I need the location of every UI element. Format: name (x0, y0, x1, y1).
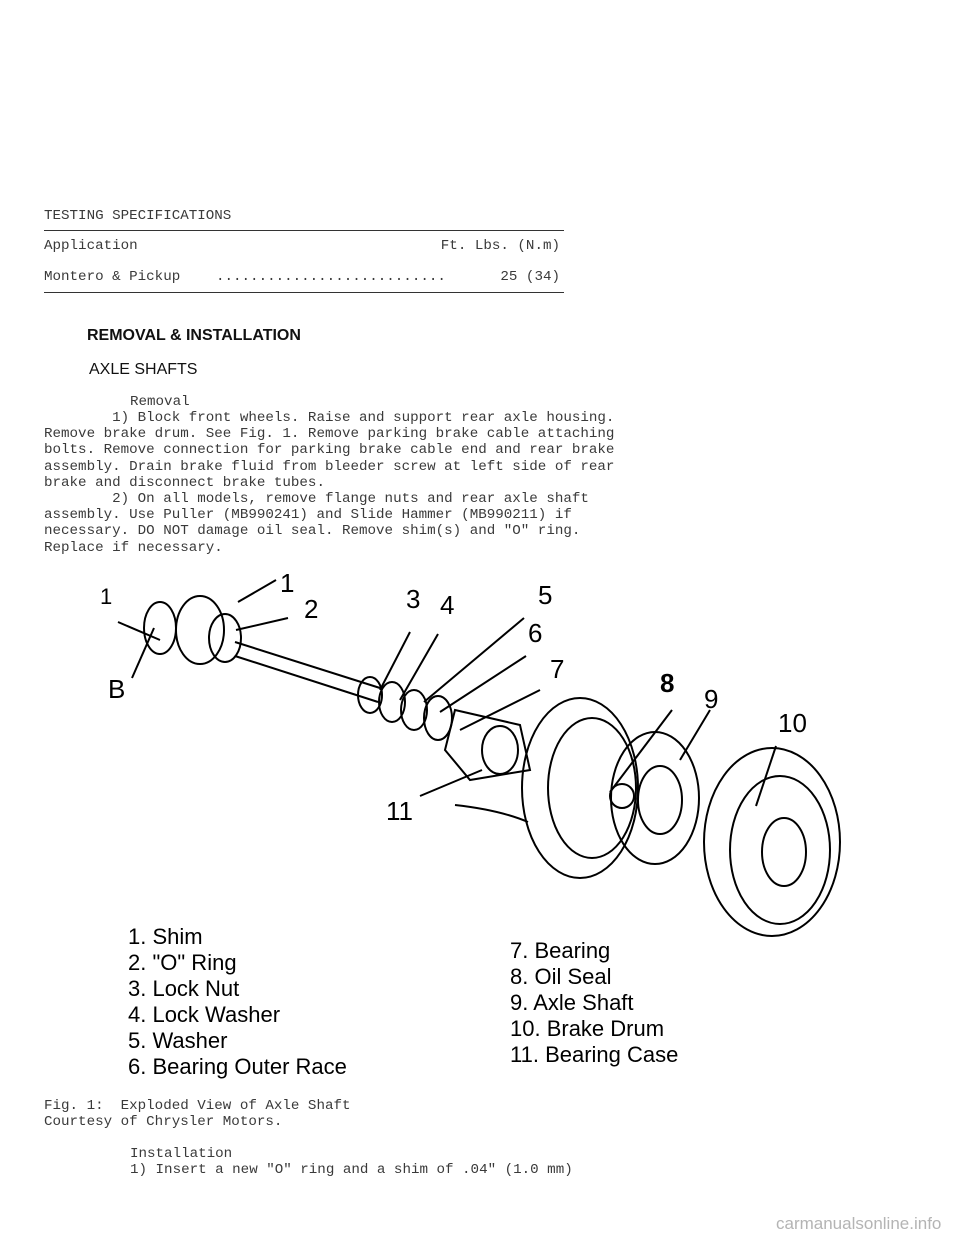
removal-line: necessary. DO NOT damage oil seal. Remov… (44, 523, 581, 540)
legend-item: 9. Axle Shaft (510, 990, 634, 1015)
washer-part (400, 689, 428, 731)
callout-label: B (108, 674, 125, 704)
legend-item: 8. Oil Seal (510, 964, 612, 989)
spec-rule-top (44, 230, 564, 231)
section-subheading: AXLE SHAFTS (89, 361, 198, 378)
removal-line: Replace if necessary. (44, 539, 223, 556)
callout-label: 10 (778, 708, 807, 738)
spec-rule-bottom (44, 292, 564, 293)
callout-label: 4 (440, 590, 454, 620)
legend-item: 2. "O" Ring (128, 950, 237, 975)
brake-drum-part (703, 747, 841, 937)
lock-nut-part (357, 676, 383, 714)
installation-line: 1) Insert a new "O" ring and a shim of .… (130, 1162, 573, 1178)
legend-item: 10. Brake Drum (510, 1016, 665, 1041)
spec-row-leader: ........................... (216, 269, 446, 285)
removal-line: brake and disconnect brake tubes. (44, 474, 325, 491)
legend-item: 7. Bearing (510, 938, 611, 963)
callout-label: 7 (550, 654, 564, 684)
backing-plate-part (521, 697, 639, 879)
legend-item: 4. Lock Washer (128, 1002, 281, 1027)
removal-paragraph: 1) Block front wheels. Raise and support… (44, 410, 614, 556)
removal-line: 2) On all models, remove flange nuts and… (44, 491, 589, 508)
spec-header-application: Application (44, 238, 138, 254)
removal-label: Removal (130, 394, 190, 410)
figure-caption: Fig. 1: Exploded View of Axle Shaft (44, 1098, 351, 1114)
figure-courtesy: Courtesy of Chrysler Motors. (44, 1114, 283, 1130)
callout-label: 6 (528, 618, 542, 648)
legend-item: 11. Bearing Case (510, 1042, 679, 1067)
callout-label: 8 (660, 668, 674, 698)
callout-label: 9 (704, 684, 718, 714)
legend-item: 3. Lock Nut (128, 976, 240, 1001)
watermark-text: carmanualsonline.info (776, 1214, 942, 1233)
callout-label: 1 (280, 568, 294, 598)
legend-item: 6. Bearing Outer Race (128, 1054, 347, 1079)
removal-line: Remove brake drum. See Fig. 1. Remove pa… (44, 426, 615, 443)
legend-item: 1. Shim (128, 924, 203, 949)
removal-line: bolts. Remove connection for parking bra… (44, 442, 615, 459)
spec-header-torque: Ft. Lbs. (N.m) (440, 238, 560, 254)
lock-washer-part (378, 681, 406, 723)
callout-label: 3 (406, 584, 420, 614)
legend-left: 1. Shim 2. "O" Ring 3. Lock Nut 4. Lock … (128, 924, 347, 1080)
callout-label: 11 (386, 796, 413, 826)
o-ring-part (208, 613, 242, 663)
spec-title: TESTING SPECIFICATIONS (44, 208, 232, 224)
section-heading: REMOVAL & INSTALLATION (87, 327, 301, 344)
callout-label: 5 (538, 580, 552, 610)
spec-row-application: Montero & Pickup (44, 269, 181, 285)
outer-race-part (423, 695, 453, 741)
axle-exploded-diagram: 1 1 2 3 4 5 6 7 8 9 10 11 B (100, 568, 841, 937)
removal-line: assembly. Drain brake fluid from bleeder… (44, 458, 615, 475)
removal-line: assembly. Use Puller (MB990241) and Slid… (44, 507, 572, 524)
legend-right: 7. Bearing 8. Oil Seal 9. Axle Shaft 10.… (510, 938, 678, 1068)
callout-label: 1 (100, 584, 112, 609)
spec-row-value: 25 (34) (500, 269, 560, 285)
removal-line: 1) Block front wheels. Raise and support… (44, 410, 615, 426)
legend-item: 5. Washer (128, 1028, 228, 1053)
callout-label: 2 (304, 594, 318, 624)
shim-part (143, 601, 177, 655)
installation-label: Installation (130, 1146, 233, 1162)
flange-part (175, 595, 225, 665)
